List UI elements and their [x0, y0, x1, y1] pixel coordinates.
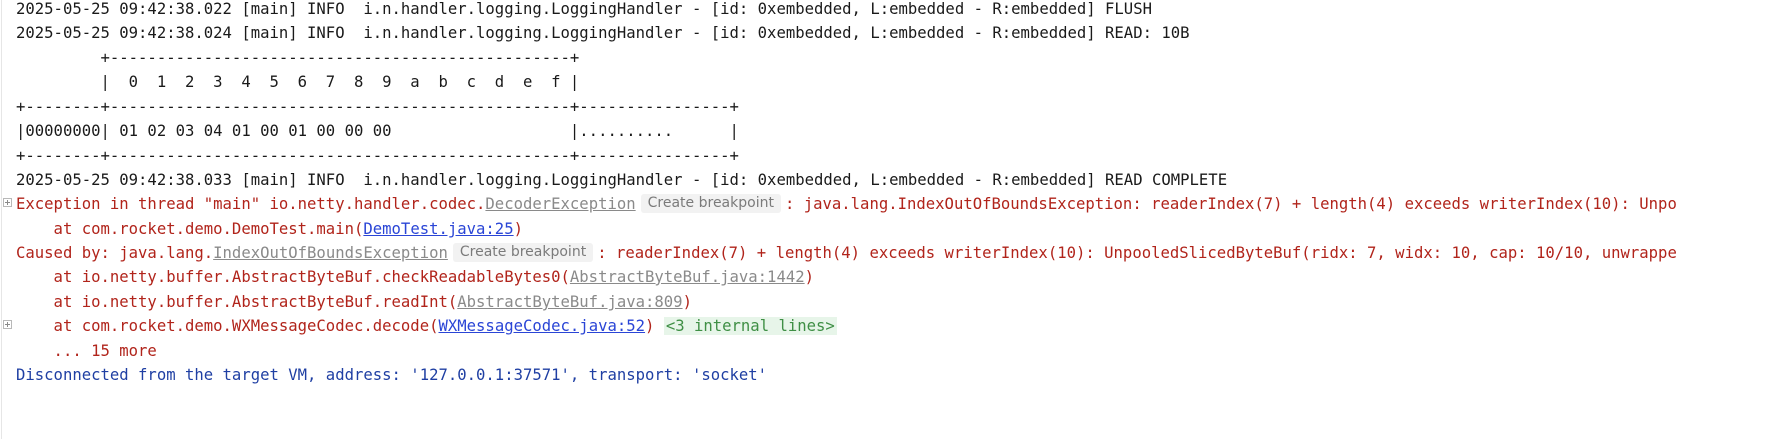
caused-by-line: Caused by: java.lang.IndexOutOfBoundsExc… — [16, 240, 1677, 267]
expand-fold-icon[interactable] — [3, 320, 12, 329]
source-link[interactable]: AbstractByteBuf.java:1442 — [569, 268, 805, 286]
create-breakpoint-button[interactable]: Create breakpoint — [452, 243, 594, 262]
hexdump-line: | 0 1 2 3 4 5 6 7 8 9 a b c d e f | — [16, 73, 580, 91]
disconnect-line: Disconnected from the target VM, address… — [16, 366, 768, 384]
source-link[interactable]: AbstractByteBuf.java:809 — [457, 293, 683, 311]
exception-class-link[interactable]: DecoderException — [485, 195, 636, 213]
stack-frame: at com.rocket.demo.DemoTest.main(DemoTes… — [16, 216, 523, 243]
hexdump-line: +--------+------------------------------… — [16, 98, 739, 116]
stack-frame: at io.netty.buffer.AbstractByteBuf.readI… — [16, 289, 692, 316]
hexdump-line: |00000000| 01 02 03 04 01 00 01 00 00 00… — [16, 122, 739, 140]
stack-frame-text: at com.rocket.demo.DemoTest.main( — [16, 220, 364, 238]
stack-frame: at com.rocket.demo.WXMessageCodec.decode… — [16, 313, 837, 340]
exception-line: Exception in thread "main" io.netty.hand… — [16, 191, 1677, 218]
exception-message: : java.lang.IndexOutOfBoundsException: r… — [784, 195, 1677, 213]
create-breakpoint-button[interactable]: Create breakpoint — [640, 194, 781, 213]
more-frames-line: ... 15 more — [16, 342, 157, 360]
stack-frame-close: ) — [645, 317, 664, 335]
source-link[interactable]: WXMessageCodec.java:52 — [438, 317, 646, 335]
hexdump-line: +---------------------------------------… — [16, 49, 580, 67]
expand-fold-icon[interactable] — [3, 198, 12, 207]
stack-frame-text: at io.netty.buffer.AbstractByteBuf.check… — [16, 268, 570, 286]
source-link[interactable]: DemoTest.java:25 — [363, 220, 514, 238]
log-line-read: 2025-05-25 09:42:38.024 [main] INFO i.n.… — [16, 24, 1190, 42]
caused-by-class-link[interactable]: IndexOutOfBoundsException — [213, 244, 448, 262]
log-line-flush: 2025-05-25 09:42:38.022 [main] INFO i.n.… — [16, 0, 1152, 18]
log-line-read-complete: 2025-05-25 09:42:38.033 [main] INFO i.n.… — [16, 171, 1228, 189]
exception-prefix: Exception in thread "main" io.netty.hand… — [16, 195, 486, 213]
stack-frame-close: ) — [804, 268, 815, 286]
internal-lines-toggle[interactable]: <3 internal lines> — [663, 317, 837, 335]
stack-frame-text: at io.netty.buffer.AbstractByteBuf.readI… — [16, 293, 458, 311]
caused-by-prefix: Caused by: java.lang. — [16, 244, 214, 262]
caused-by-message: : readerIndex(7) + length(4) exceeds wri… — [597, 244, 1677, 262]
hexdump-line: +--------+------------------------------… — [16, 147, 739, 165]
stack-frame-close: ) — [513, 220, 523, 238]
stack-frame-close: ) — [682, 293, 692, 311]
stack-frame-text: at com.rocket.demo.WXMessageCodec.decode… — [16, 317, 439, 335]
stack-frame: at io.netty.buffer.AbstractByteBuf.check… — [16, 264, 814, 291]
gutter — [1, 0, 2, 439]
